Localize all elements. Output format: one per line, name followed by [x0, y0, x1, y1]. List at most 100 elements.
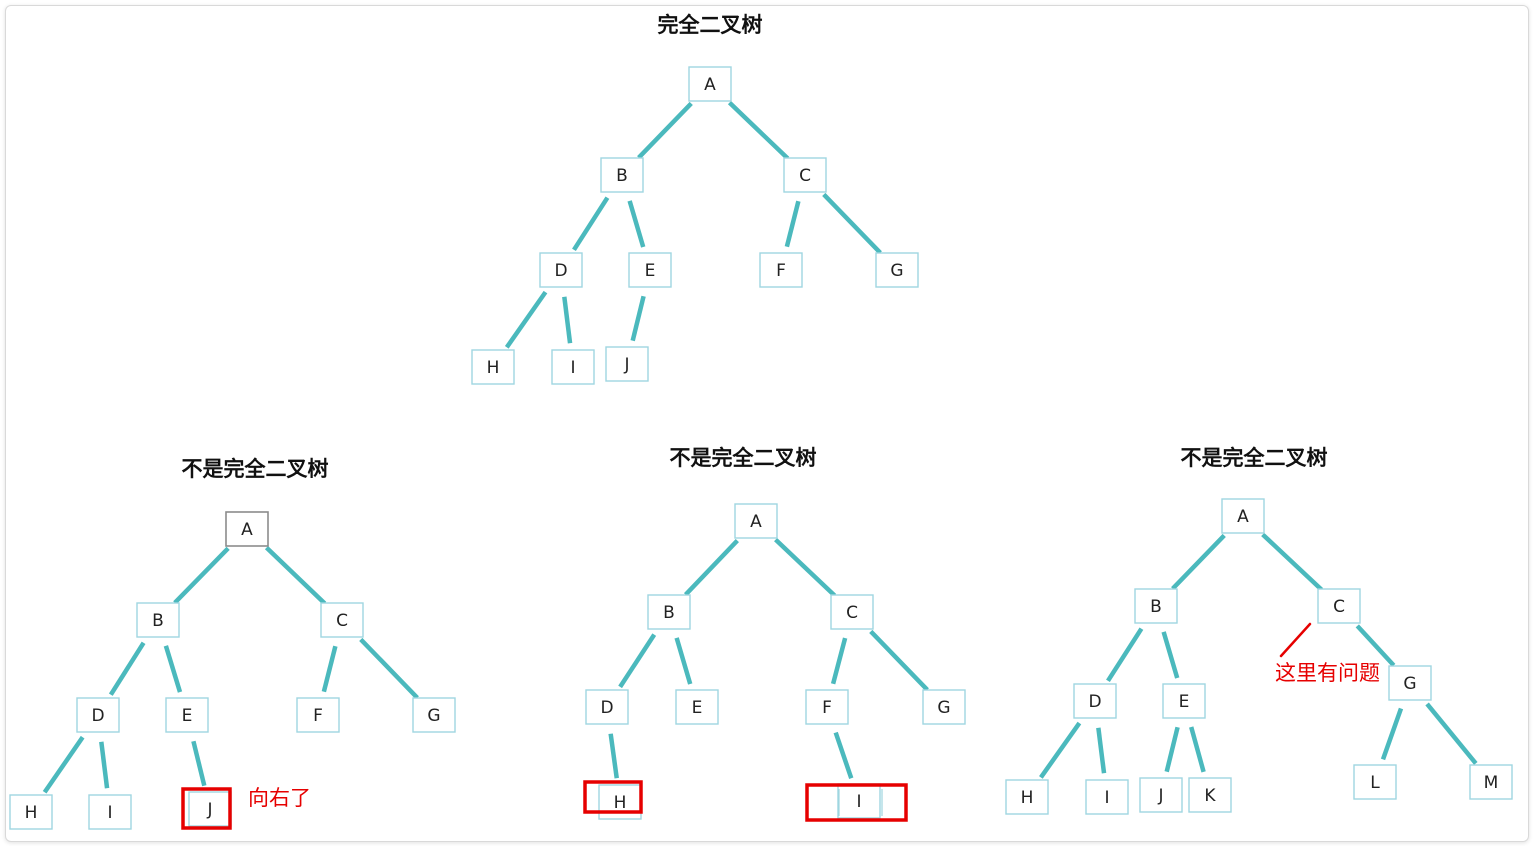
node-label-H: H: [25, 803, 38, 823]
tree-node-I: [88, 794, 132, 830]
node-label-H: H: [487, 358, 500, 378]
node-label-F: F: [313, 706, 323, 726]
tree-edge-A-B: [637, 101, 693, 160]
tree-node-C: [1317, 588, 1361, 624]
annotation-pointer: [1279, 622, 1312, 658]
tree-edge-D-I: [1096, 727, 1107, 774]
tree-edge-D-H: [608, 733, 619, 779]
tree-node-G: [922, 689, 966, 725]
tree-edge-B-E: [163, 645, 183, 693]
tree-edge-A-C: [264, 546, 327, 606]
node-label-A: A: [704, 75, 716, 95]
node-label-E: E: [692, 698, 703, 718]
tree-node-F: [805, 689, 849, 725]
node-label-I: I: [1104, 788, 1109, 808]
node-label-C: C: [799, 166, 811, 186]
node-label-E: E: [645, 261, 656, 281]
tree-node-H: [1005, 779, 1049, 815]
node-label-H: H: [1021, 788, 1034, 808]
tree-edge-C-G: [822, 192, 882, 255]
tree-edge-E-K: [1189, 726, 1206, 773]
node-label-G: G: [890, 261, 903, 281]
node-label-J: J: [206, 800, 212, 820]
tree-title: 完全二叉树: [658, 13, 763, 37]
image-frame: [5, 5, 1529, 842]
tree-node-J: [188, 791, 232, 827]
tree-node-E: [165, 697, 209, 733]
node-label-B: B: [663, 603, 675, 623]
tree-edge-E-J: [630, 295, 646, 342]
tree-node-A: [688, 66, 732, 102]
tree-node-K: [1188, 777, 1232, 813]
tree-node-E: [628, 252, 672, 288]
node-label-G: G: [1403, 674, 1416, 694]
node-label-C: C: [336, 611, 348, 631]
annotation-text: 向右了: [248, 786, 311, 810]
tree-node-M: [1469, 764, 1513, 800]
node-label-B: B: [1150, 597, 1162, 617]
node-label-A: A: [750, 512, 762, 532]
node-label-B: B: [152, 611, 164, 631]
tree-node-G: [1388, 665, 1432, 701]
node-label-I: I: [570, 358, 575, 378]
tree-node-B: [1134, 588, 1178, 624]
tree-edge-B-D: [1106, 627, 1144, 683]
tree-node-H: [471, 349, 515, 385]
node-label-A: A: [1237, 507, 1249, 527]
tree-node-G: [875, 252, 919, 288]
tree-edge-B-D: [618, 633, 657, 689]
tree-node-B: [136, 602, 180, 638]
tree-node-J: [605, 346, 649, 382]
tree-edge-C-F: [784, 200, 801, 248]
node-label-G: G: [427, 706, 440, 726]
tree-title: 不是完全二叉树: [182, 457, 329, 481]
node-label-C: C: [1333, 597, 1345, 617]
tree-edge-D-I: [562, 296, 573, 344]
node-label-M: M: [1484, 773, 1499, 793]
node-label-B: B: [616, 166, 628, 186]
tree-edge-A-C: [774, 537, 837, 598]
tree-edge-A-B: [173, 546, 230, 605]
node-label-H: H: [614, 793, 627, 813]
tree-edge-E-J: [1164, 726, 1180, 773]
tree-edge-C-F: [830, 637, 848, 685]
tree-node-B: [600, 157, 644, 193]
tree-node-A: [1221, 498, 1265, 534]
node-label-D: D: [554, 261, 567, 281]
tree-node-F: [759, 252, 803, 288]
tree-edge-C-F: [321, 645, 338, 693]
tree-node-C: [783, 157, 827, 193]
node-label-D: D: [600, 698, 613, 718]
tree-node-F: [296, 697, 340, 733]
tree-node-I: [1085, 779, 1129, 815]
node-label-D: D: [91, 706, 104, 726]
tree-node-L: [1353, 764, 1397, 800]
tree-edge-C-G: [869, 629, 929, 692]
tree-node-E: [1162, 683, 1206, 719]
tree-node-B: [647, 594, 691, 630]
node-label-E: E: [182, 706, 193, 726]
tree-node-A: [734, 503, 778, 539]
node-label-F: F: [822, 698, 832, 718]
node-label-E: E: [1179, 692, 1190, 712]
tree-edge-B-E: [674, 637, 693, 685]
tree-edge-G-M: [1425, 702, 1478, 765]
node-label-C: C: [846, 603, 858, 623]
node-label-F: F: [776, 261, 786, 281]
tree-edge-C-G: [359, 637, 419, 700]
highlight-box-i: [805, 783, 908, 822]
nodes-layer: [9, 66, 1513, 830]
node-label-K: K: [1204, 786, 1216, 806]
tree-node-D: [585, 689, 629, 725]
tree-node-E: [675, 689, 719, 725]
tree-node-A: [225, 511, 269, 547]
tree-node-H: [9, 794, 53, 830]
tree-node-I: [551, 349, 595, 385]
tree-node-I: [837, 783, 881, 819]
tree-edge-D-H: [504, 290, 548, 349]
tree-title: 不是完全二叉树: [1181, 446, 1328, 470]
tree-node-D: [1073, 683, 1117, 719]
